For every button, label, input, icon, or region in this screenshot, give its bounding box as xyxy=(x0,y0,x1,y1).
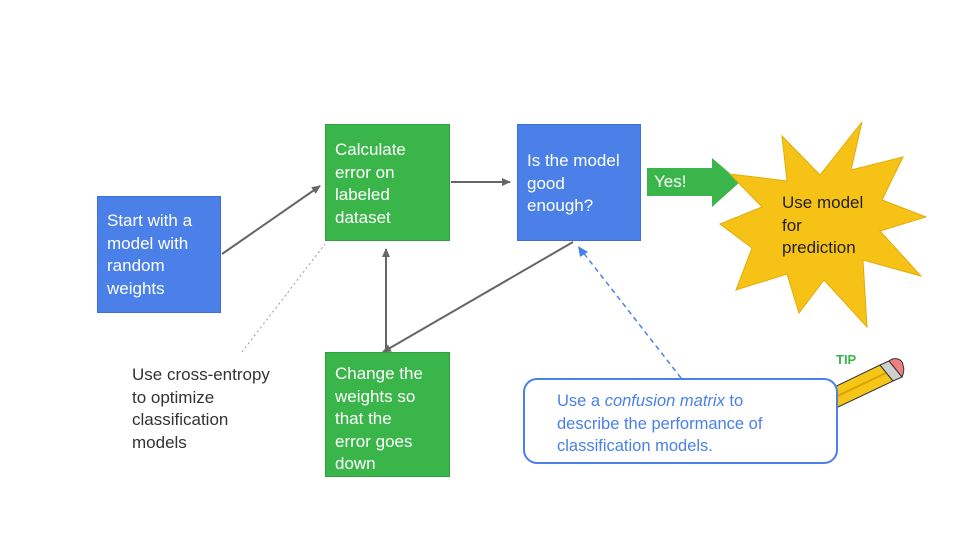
tip-callout: Use a confusion matrix to describe the p… xyxy=(523,378,838,464)
tip-text-after: to describe the performance of classific… xyxy=(557,392,763,455)
starburst-shape xyxy=(718,121,928,329)
dashed-connector-tip xyxy=(581,250,682,379)
node-use-model-for-prediction: Use model for prediction xyxy=(782,193,864,257)
edge-start-to-calculate xyxy=(221,185,321,255)
yes-label: Yes! xyxy=(654,172,687,191)
node-calculate-error: Calculate error on labeled dataset xyxy=(325,124,450,241)
tip-label: TIP xyxy=(836,352,857,367)
dotted-connector-cross-entropy xyxy=(241,243,326,353)
edge-good-to-change xyxy=(382,241,574,353)
node-is-model-good-enough: Is the model good enough? xyxy=(517,124,641,241)
tip-text-before: Use a xyxy=(557,392,605,410)
yes-arrow xyxy=(647,158,740,207)
dashed-connector-arrowhead xyxy=(578,246,588,257)
node-change-weights: Change the weights so that the error goe… xyxy=(325,352,450,477)
cross-entropy-note: Use cross-entropy to optimize classifica… xyxy=(132,365,270,452)
node-start: Start with a model with random weights xyxy=(97,196,221,313)
tip-text-emphasis: confusion matrix xyxy=(604,392,725,410)
